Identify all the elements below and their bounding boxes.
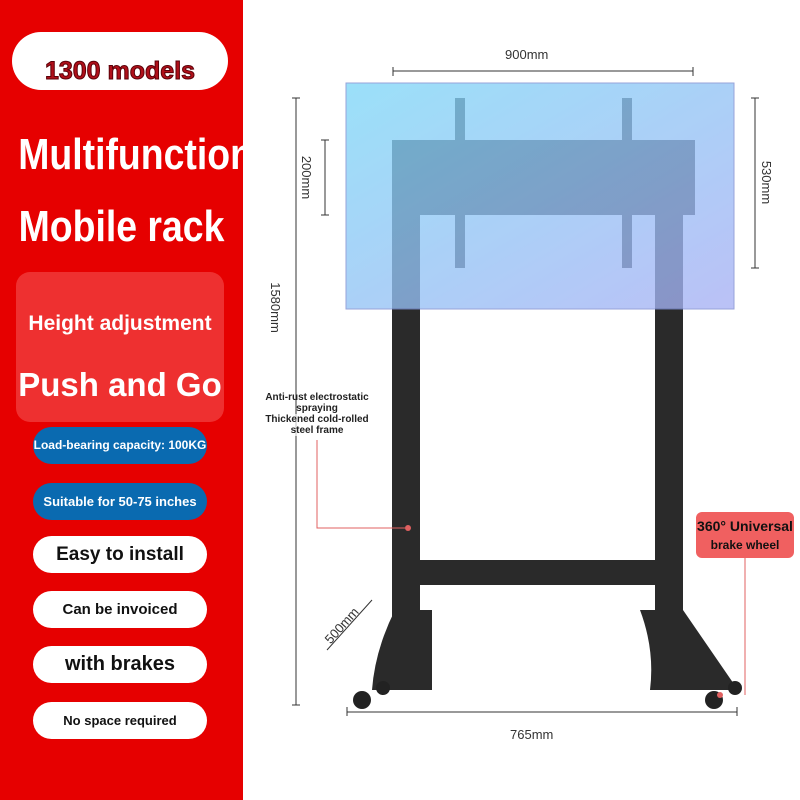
feature-pill: Can be invoiced [33, 591, 207, 628]
feature-pill: Suitable for 50-75 inches [33, 483, 207, 520]
card-title: Push and Go [18, 366, 222, 403]
wheel-tag: 360° Universal brake wheel [696, 512, 794, 558]
frame-annotation: Thickened cold-rolled steel frame [258, 414, 376, 436]
wheels [353, 681, 742, 709]
feature-pill: No space required [33, 702, 207, 739]
dimension-lines [292, 67, 759, 716]
wheel-tag-line2: brake wheel [710, 538, 780, 552]
feature-card [16, 272, 224, 422]
callout-lines [316, 440, 746, 695]
wheel-tag-line1: 360° Universal [697, 518, 793, 534]
coating-annotation: Anti-rust electrostatic spraying [265, 392, 369, 414]
height-total-label: 1580mm [267, 282, 283, 333]
card-subtitle: Height adjustment [28, 312, 212, 335]
screen-height-label: 530mm [759, 160, 775, 205]
width-bottom-label: 765mm [510, 727, 554, 742]
feature-pill: Easy to install [33, 536, 207, 573]
feature-pill: with brakes [33, 646, 207, 683]
feature-pill: Load-bearing capacity: 100KG [33, 427, 207, 464]
models-badge: 1300 models [12, 32, 228, 90]
title-line-1: Multifunction [18, 130, 253, 179]
bracket-height-label: 200mm [299, 155, 315, 200]
title-line-2: Mobile rack [18, 202, 225, 251]
width-top-label: 900mm [505, 47, 549, 62]
left-panel: 1300 models Multifunction Mobile rack He… [0, 0, 253, 800]
screen-overlay [345, 82, 735, 310]
